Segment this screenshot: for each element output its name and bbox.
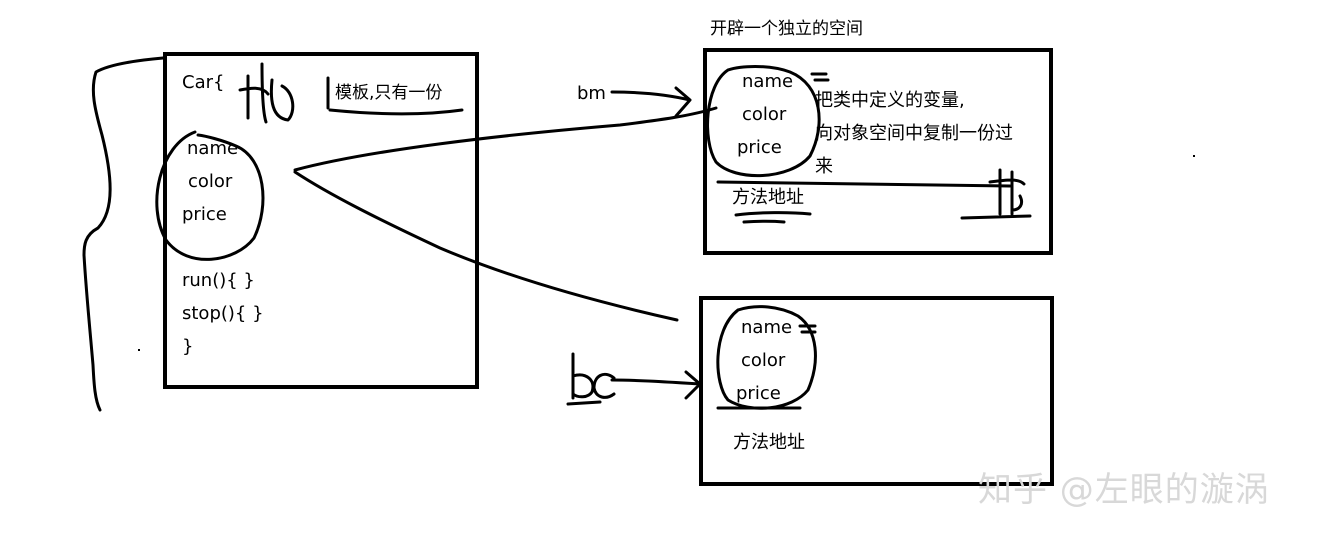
copy-note-line-2: 向对象空间中复制一份过: [815, 123, 1013, 144]
template-note: 模板,只有一份: [335, 83, 443, 103]
bc-field-color: color: [741, 350, 786, 371]
space-title: 开辟一个独立的空间: [710, 19, 863, 39]
bc-method-address: 方法地址: [733, 432, 805, 453]
bc-arrow: [610, 370, 702, 400]
bm-arrow: [610, 86, 692, 118]
bm-field-name: name: [742, 71, 794, 92]
left-brace: [82, 56, 165, 412]
class-field-name: name: [187, 138, 239, 159]
bm-method-address: 方法地址: [732, 187, 804, 208]
bm-reference-label: bm: [577, 83, 606, 104]
bc-handwritten-label: [566, 352, 616, 406]
watermark-text: 知乎 @左眼的漩涡: [978, 470, 1270, 510]
class-header: Car{: [182, 72, 225, 93]
class-closing-brace: }: [182, 336, 194, 357]
stray-mark: [138, 349, 140, 351]
class-field-price: price: [182, 204, 227, 225]
bm-field-color: color: [742, 104, 787, 125]
copy-note-line-1: 把类中定义的变量,: [815, 90, 965, 111]
class-field-color: color: [188, 171, 233, 192]
bc-field-name: name: [741, 317, 793, 338]
class-method-run: run(){ }: [182, 270, 255, 291]
copy-note-line-3: 来: [815, 156, 833, 177]
class-method-stop: stop(){ }: [182, 303, 264, 324]
bm-field-price: price: [737, 137, 782, 158]
bc-field-price: price: [736, 383, 781, 404]
stray-mark: [1193, 155, 1195, 157]
